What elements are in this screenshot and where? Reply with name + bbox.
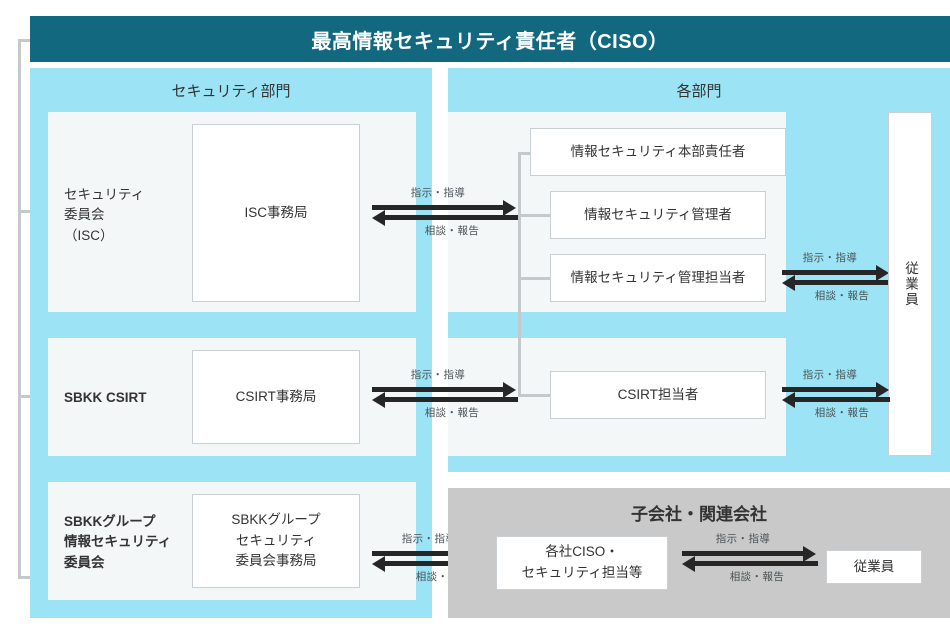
arrow-line-report-csirt [385, 397, 518, 402]
arrow-head-instruct-isc [503, 199, 516, 216]
node-security-admin-staff[interactable]: 情報セキュリティ管理担当者 [550, 254, 766, 302]
role-label-csirt: SBKK CSIRT [64, 390, 147, 405]
connector-ciso-top [18, 39, 34, 42]
arrow-head-report-emp-csirt [782, 391, 795, 408]
arrow-line-instruct-sub [682, 551, 805, 556]
node-subsidiary-ciso[interactable]: 各社CISO・ セキュリティ担当等 [496, 536, 668, 590]
column-header-security-department: セキュリティ部門 [171, 82, 291, 100]
arrow-line-instruct-isc [372, 205, 505, 210]
arrow-pair-isc: 指示・指導 相談・報告 [372, 185, 518, 241]
arrow-head-report-sub [682, 555, 695, 572]
connector-right-box2 [518, 214, 556, 217]
arrow-head-instruct-emp-isc [876, 264, 889, 281]
node-security-manager[interactable]: 情報セキュリティ管理者 [550, 191, 766, 239]
node-csirt-office[interactable]: CSIRT事務局 [192, 350, 360, 444]
arrow-label-report-isc: 相談・報告 [424, 225, 480, 237]
arrow-line-report-group [385, 561, 500, 566]
arrow-label-report-emp-csirt: 相談・報告 [814, 407, 870, 419]
arrow-head-report-emp-isc [782, 274, 795, 291]
arrow-label-report-emp-isc: 相談・報告 [814, 290, 870, 302]
arrow-label-report-csirt: 相談・報告 [424, 407, 480, 419]
arrow-label-instruct-isc: 指示・指導 [410, 187, 466, 199]
arrow-pair-group: 指示・指導 相談・報告 [372, 531, 500, 587]
arrow-pair-subsidiary-employee: 指示・指導 相談・報告 [682, 531, 818, 587]
arrow-label-instruct-emp-csirt: 指示・指導 [802, 369, 858, 381]
arrow-head-report-isc [372, 209, 385, 226]
arrow-line-report-isc [385, 215, 518, 220]
node-csirt-staff[interactable]: CSIRT担当者 [550, 371, 766, 419]
node-security-hq-manager[interactable]: 情報セキュリティ本部責任者 [530, 128, 786, 176]
arrow-line-instruct-emp-isc [782, 270, 878, 275]
connector-right-box4 [518, 394, 556, 397]
arrow-head-instruct-sub [803, 545, 816, 562]
arrow-line-instruct-emp-csirt [782, 387, 878, 392]
node-isc-office[interactable]: ISC事務局 [192, 124, 360, 302]
node-group-committee-office[interactable]: SBKKグループ セキュリティ 委員会事務局 [192, 494, 360, 588]
role-label-isc: セキュリティ 委員会 （ISC） [64, 187, 145, 243]
page-title: 最高情報セキュリティ責任者（CISO） [311, 30, 669, 53]
arrow-pair-employee-isc: 指示・指導 相談・報告 [782, 250, 890, 306]
subsidiary-title: 子会社・関連会社 [631, 504, 767, 524]
arrow-label-instruct-group: 指示・指導 [401, 533, 457, 545]
arrow-label-instruct-sub: 指示・指導 [715, 533, 771, 545]
arrow-line-instruct-csirt [372, 387, 505, 392]
arrow-head-report-csirt [372, 391, 385, 408]
arrow-pair-csirt: 指示・指導 相談・報告 [372, 367, 518, 423]
arrow-label-instruct-csirt: 指示・指導 [410, 369, 466, 381]
arrow-label-instruct-emp-isc: 指示・指導 [802, 252, 858, 264]
arrow-line-report-emp-isc [794, 280, 890, 285]
arrow-pair-employee-csirt: 指示・指導 相談・報告 [782, 367, 890, 423]
arrow-line-report-sub [695, 561, 818, 566]
arrow-head-instruct-emp-csirt [876, 381, 889, 398]
arrow-line-instruct-group [372, 551, 487, 556]
arrow-label-report-sub: 相談・報告 [729, 571, 785, 583]
connector-right-vertical [518, 152, 521, 396]
arrow-line-report-emp-csirt [794, 397, 890, 402]
arrow-head-report-group [372, 555, 385, 572]
arrow-head-instruct-csirt [503, 381, 516, 398]
node-subsidiary-employee[interactable]: 従業員 [826, 550, 922, 584]
role-label-group-committee: SBKKグループ 情報セキュリティ 委員会 [64, 514, 172, 570]
connector-ciso-vertical [18, 39, 21, 579]
connector-right-box3 [518, 277, 556, 280]
column-header-each-department: 各部門 [676, 82, 722, 100]
ciso-header-bar: 最高情報セキュリティ責任者（CISO） [30, 16, 950, 62]
connector-right-box1 [518, 152, 536, 155]
node-employee-main[interactable]: 従業員 [888, 112, 932, 456]
